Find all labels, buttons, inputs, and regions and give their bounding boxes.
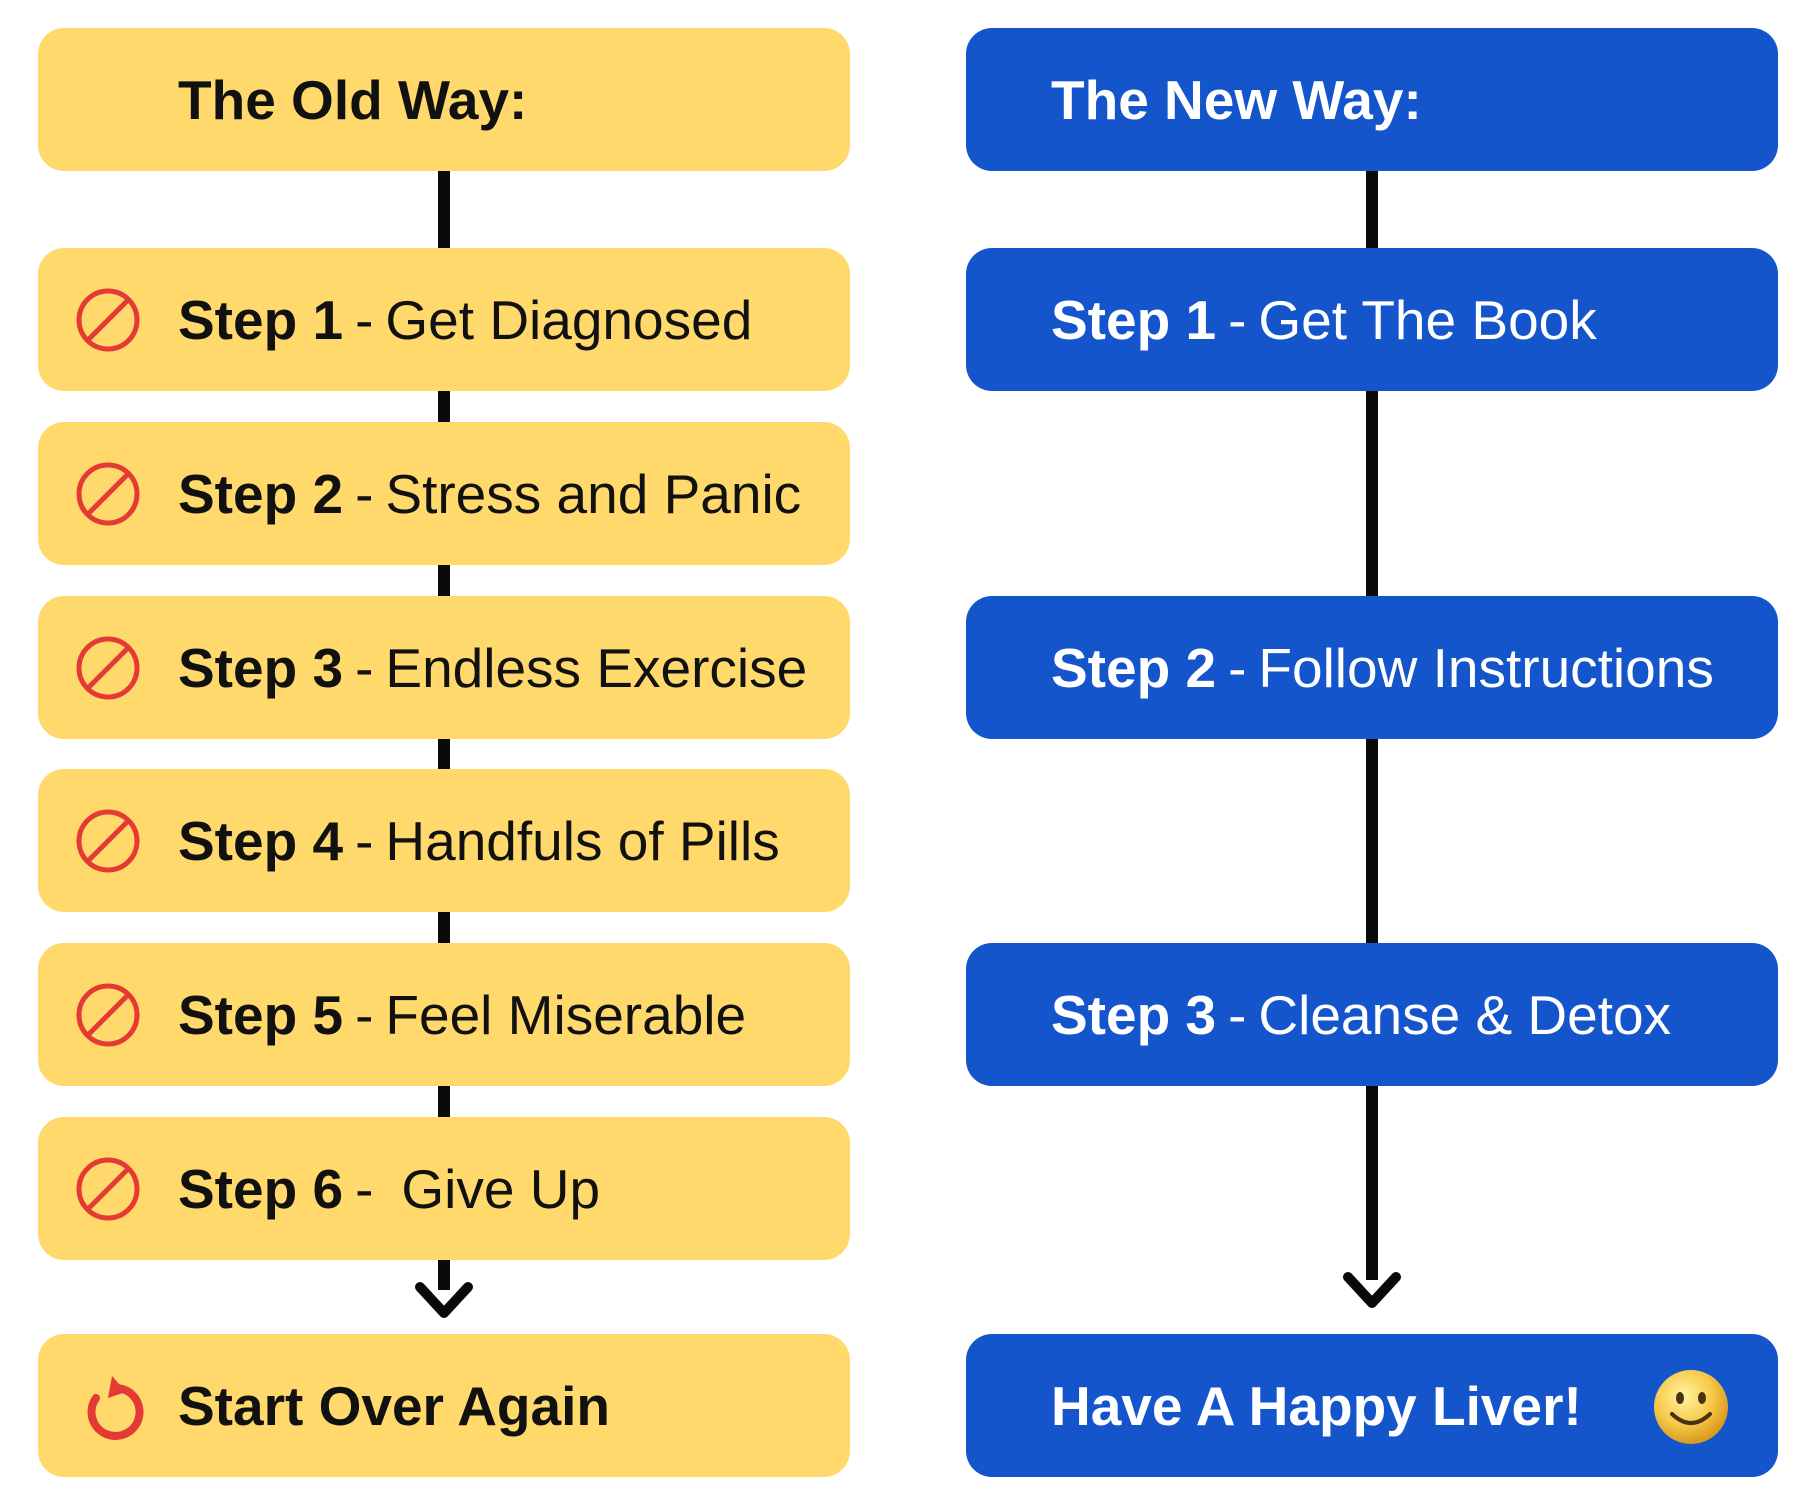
step-description: Feel Miserable — [385, 983, 747, 1046]
old-step-3: Step 3 - Endless Exercise — [38, 596, 850, 739]
step-separator: - — [355, 1157, 374, 1220]
step-description: Get Diagnosed — [385, 288, 753, 351]
old-way-arrow-head — [415, 1282, 473, 1318]
ban-icon — [76, 1157, 140, 1221]
step-description: Stress and Panic — [385, 462, 802, 525]
step-separator: - — [355, 636, 374, 699]
old-way-title: The Old Way: — [178, 68, 528, 131]
step-label: Step 6 — [178, 1157, 344, 1220]
step-label: Step 4 — [178, 809, 344, 872]
step-label: Step 3 — [1051, 983, 1217, 1046]
step-description: Handfuls of Pills — [385, 809, 780, 872]
old-way-final-label: Start Over Again — [178, 1374, 610, 1437]
old-step-1: Step 1 - Get Diagnosed — [38, 248, 850, 391]
old-step-5: Step 5 - Feel Miserable — [38, 943, 850, 1086]
step-label: Step 2 — [178, 462, 344, 525]
ban-icon — [76, 983, 140, 1047]
old-step-4: Step 4 - Handfuls of Pills — [38, 769, 850, 912]
ban-icon — [76, 636, 140, 700]
refresh-icon — [87, 1376, 144, 1440]
new-way-arrow-head — [1343, 1272, 1401, 1308]
step-description: Cleanse & Detox — [1258, 983, 1672, 1046]
new-way-final: Have A Happy Liver! — [966, 1334, 1778, 1477]
step-separator: - — [1228, 983, 1247, 1046]
step-description: Give Up — [401, 1157, 601, 1220]
step-label: Step 1 — [178, 288, 344, 351]
old-step-6: Step 6 - Give Up — [38, 1117, 850, 1260]
old-way-header: The Old Way: — [38, 28, 850, 171]
ban-icon — [76, 288, 140, 352]
step-label: Step 3 — [178, 636, 344, 699]
step-label: Step 2 — [1051, 636, 1217, 699]
new-way-title: The New Way: — [1051, 68, 1422, 131]
step-separator: - — [355, 809, 374, 872]
step-separator: - — [355, 462, 374, 525]
step-separator: - — [1228, 288, 1247, 351]
step-description: Endless Exercise — [385, 636, 808, 699]
ban-icon — [76, 809, 140, 873]
step-description: Get The Book — [1258, 288, 1597, 351]
new-step-3: Step 3 - Cleanse & Detox — [966, 943, 1778, 1086]
new-way-final-label: Have A Happy Liver! — [1051, 1374, 1582, 1437]
smiley-icon — [1654, 1370, 1728, 1444]
step-separator: - — [355, 983, 374, 1046]
step-description: Follow Instructions — [1258, 636, 1714, 699]
new-way-header: The New Way: — [966, 28, 1778, 171]
ban-icon — [76, 462, 140, 526]
old-way-final: Start Over Again — [38, 1334, 850, 1477]
step-label: Step 1 — [1051, 288, 1217, 351]
step-separator: - — [1228, 636, 1247, 699]
old-step-2: Step 2 - Stress and Panic — [38, 422, 850, 565]
new-step-1: Step 1 - Get The Book — [966, 248, 1778, 391]
step-label: Step 5 — [178, 983, 344, 1046]
step-separator: - — [355, 288, 374, 351]
new-step-2: Step 2 - Follow Instructions — [966, 596, 1778, 739]
